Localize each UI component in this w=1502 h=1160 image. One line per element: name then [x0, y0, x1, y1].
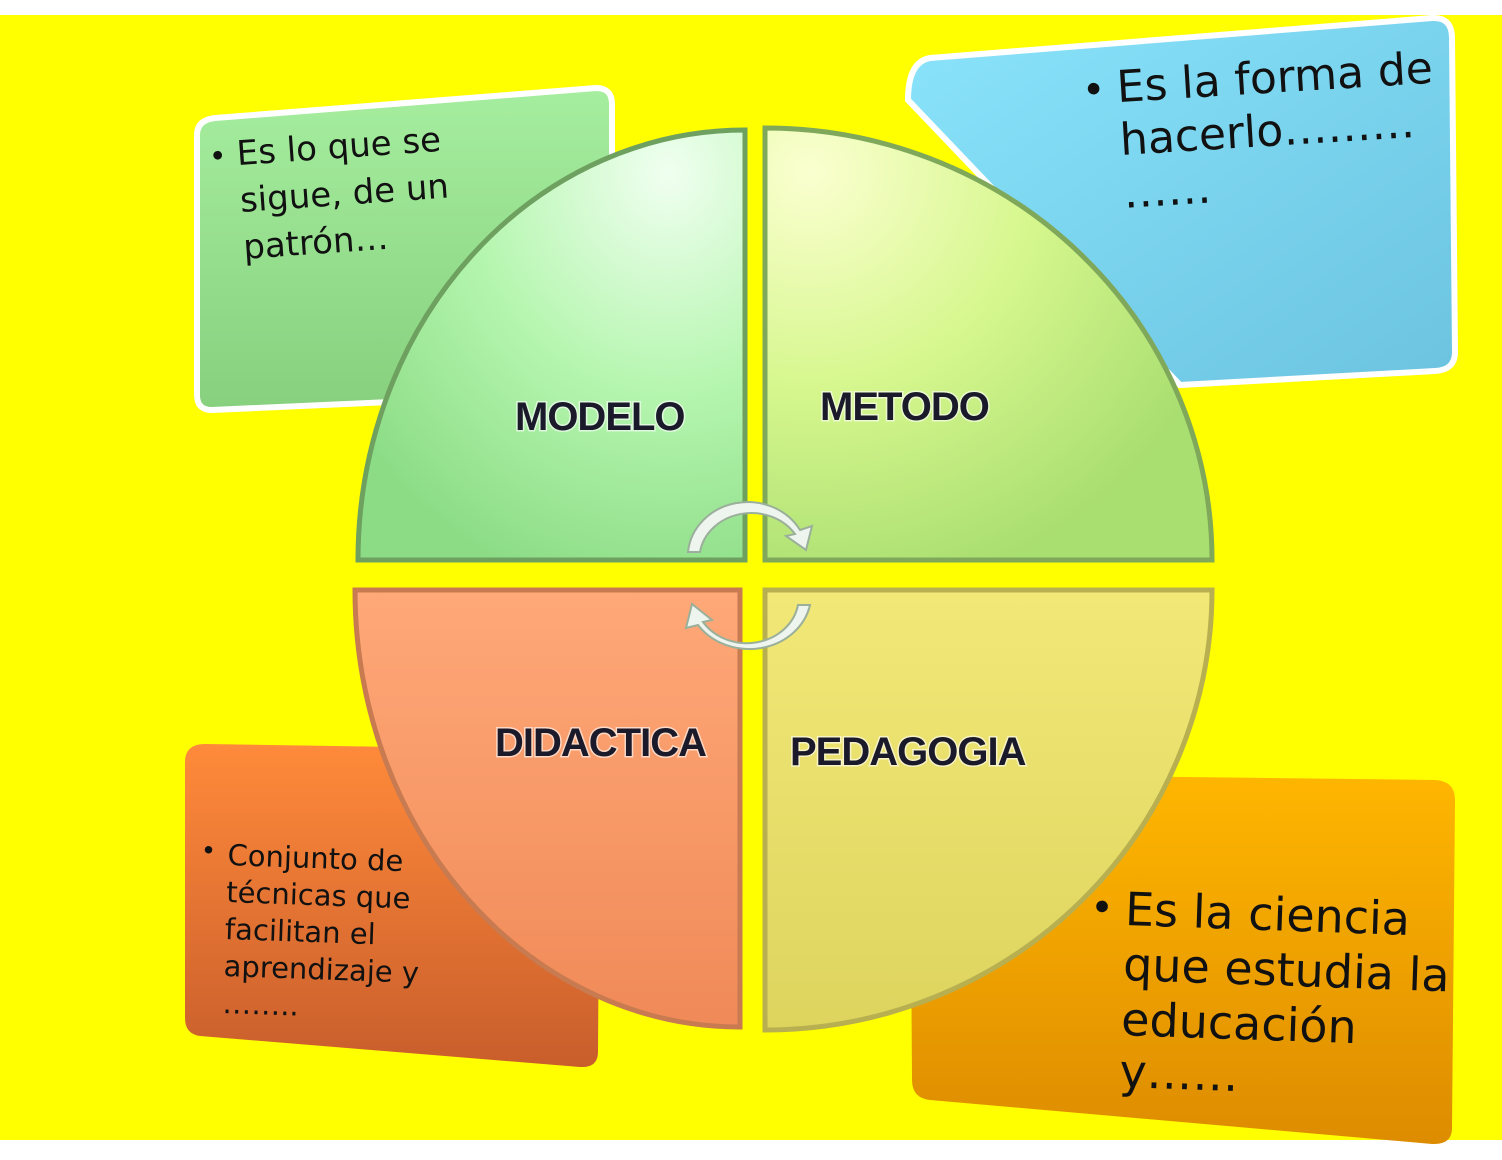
text-line: técnicas que — [226, 875, 411, 915]
text-line: educación — [1120, 992, 1357, 1054]
metodo-quadrant — [762, 125, 1215, 563]
pedagogia-quadrant — [762, 587, 1215, 1033]
pedagogia-label: PEDAGOGIA — [790, 730, 1026, 774]
text-line: …… — [1122, 163, 1213, 219]
text-line: y…… — [1119, 1044, 1240, 1102]
bullet: • — [200, 836, 216, 867]
text-line: …….. — [222, 986, 300, 1023]
text-line: que estudia la — [1122, 937, 1450, 1002]
bullet: • — [1081, 67, 1107, 114]
didactica-quadrant — [352, 587, 743, 1030]
didactica-description: • Conjunto de técnicas que facilitan el … — [200, 836, 420, 1023]
bullet: • — [1089, 885, 1114, 932]
text-line: Conjunto de — [227, 838, 404, 878]
didactica-label: DIDACTICA — [495, 721, 706, 765]
metodo-description-box — [904, 14, 1459, 389]
metodo-description: • Es la forma de hacerlo……… …… — [1081, 43, 1435, 219]
bullet: • — [208, 139, 228, 175]
text-line: aprendizaje y — [223, 949, 420, 990]
metodo-label: METODO — [820, 385, 989, 429]
modelo-label: MODELO — [515, 395, 685, 439]
text-line: Es la ciencia — [1124, 882, 1411, 946]
cycle-arrow-icon — [684, 501, 814, 650]
text-line: facilitan el — [224, 912, 376, 951]
modelo-quadrant — [355, 127, 748, 563]
pedagogia-description: • Es la ciencia que estudia la educación… — [1089, 882, 1450, 1102]
